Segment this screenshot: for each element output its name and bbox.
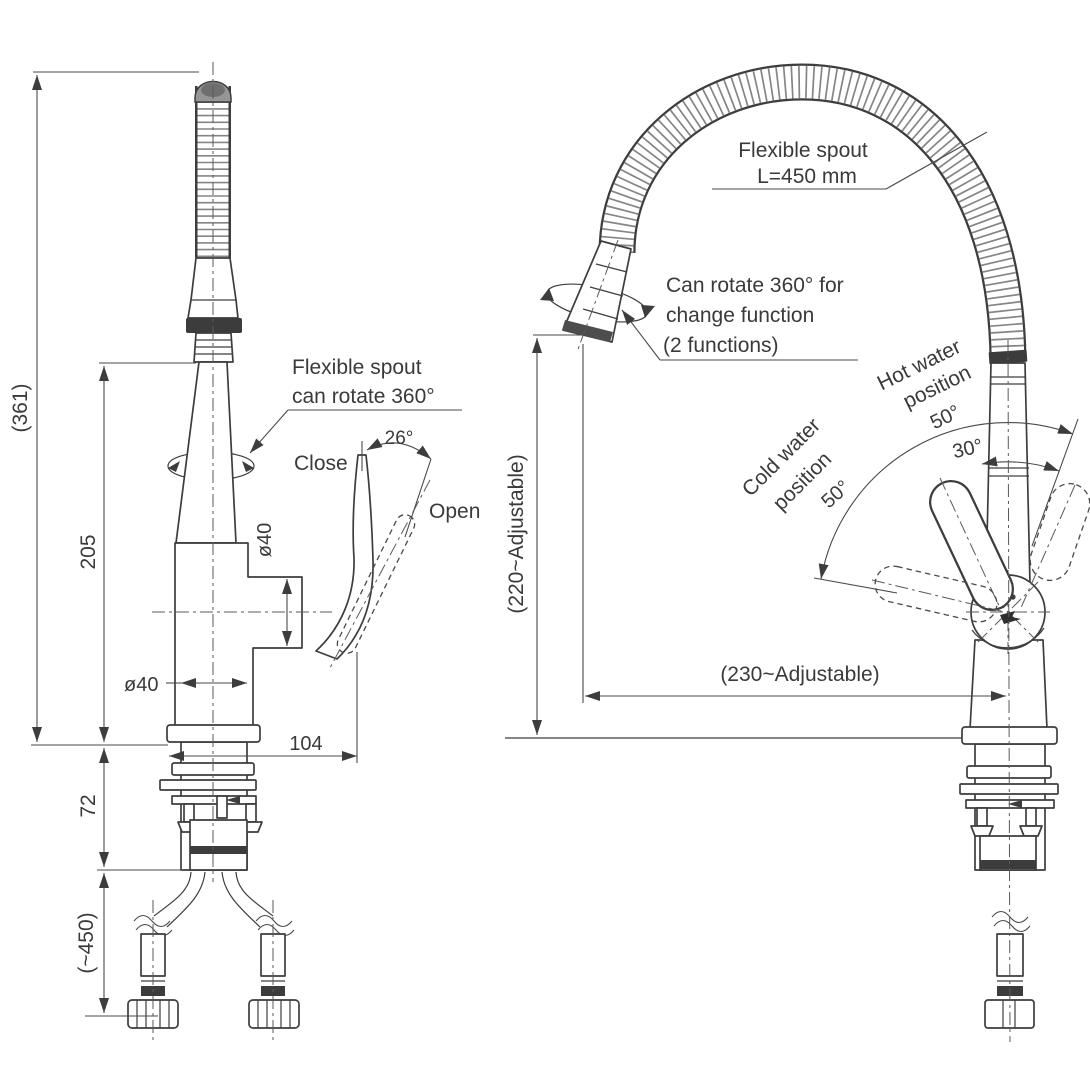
note-flexible-spout: Flexible spout can rotate 360° <box>249 356 462 454</box>
faucet-body <box>174 542 303 728</box>
pivot-spoke <box>977 581 1039 643</box>
aerator-band <box>186 318 242 333</box>
mid-angle-label: 30° <box>950 435 984 463</box>
cold-angle-label: 50° <box>817 476 854 513</box>
left-dimensions: (361) 205 72 (~450) ø40 ø40 104 <box>9 71 358 1017</box>
lower-shank-band <box>980 860 1036 869</box>
handle-positions <box>871 477 1090 623</box>
hose-nut-right <box>248 999 300 1029</box>
angle-fan <box>813 418 1079 594</box>
center-stud <box>216 795 228 819</box>
handle-cold-centerline <box>871 579 1006 613</box>
flex-spout-arc <box>598 63 1027 359</box>
hose-curve <box>235 871 274 917</box>
head-outline <box>562 240 632 343</box>
dim-total-height-label: (361) <box>9 383 32 432</box>
note-rotate-line1: Can rotate 360° for <box>666 274 844 297</box>
handle-closed <box>315 454 374 660</box>
clamp-bolt-right <box>1025 807 1037 827</box>
head-rotate-arrow-right-icon <box>641 305 655 318</box>
dim-hose-length-label: (~450) <box>75 912 98 973</box>
hose-curve <box>166 871 206 928</box>
dim-base-width-label: 104 <box>289 733 322 755</box>
fan-inner-arc <box>981 456 1060 472</box>
clamp-bolt-left <box>976 807 988 827</box>
note-leader <box>885 131 988 190</box>
dim-base-dia-label: ø40 <box>124 674 158 696</box>
head-face-band <box>562 320 613 342</box>
handle-hot-phantom <box>1029 482 1090 582</box>
head-panel-line <box>589 286 624 297</box>
fan-outer-arc <box>818 422 1074 580</box>
dim-spout-height-label: 205 <box>77 534 100 569</box>
hose-curve <box>221 871 261 928</box>
dim-height-label: (220~Adjustable) <box>505 454 528 613</box>
note-spout-length: Flexible spout L=450 mm <box>712 131 988 190</box>
note-spout-line1: Flexible spout <box>738 139 868 162</box>
sprayer-head <box>540 239 655 353</box>
handle-cold-phantom <box>874 565 998 623</box>
head-centerline <box>576 239 619 353</box>
lower-shank-band <box>190 846 247 854</box>
bolt-foot-right <box>1019 825 1043 837</box>
clamp-bolt-right <box>245 803 257 823</box>
spout-holder-cone <box>175 361 237 544</box>
head-panel-line <box>595 263 628 273</box>
right-view: Hot water position 50° 30° Cold water po… <box>505 63 1090 1043</box>
note-rotate-line3: (2 functions) <box>663 334 779 357</box>
head-panel-line <box>582 308 619 320</box>
mounting-stack <box>159 724 263 871</box>
hose-curve <box>153 871 192 917</box>
clamp-bar <box>171 795 257 805</box>
handle-angle-arc <box>366 438 432 460</box>
note-rotate-line2: change function <box>666 304 814 327</box>
handle-open-phantom <box>336 514 416 654</box>
note-leader <box>621 309 661 361</box>
break-squiggle <box>993 919 1031 933</box>
break-squiggle <box>133 914 171 928</box>
note-line2: can rotate 360° <box>292 385 435 408</box>
clamp-arrow-icon <box>226 796 240 804</box>
dim-body-dia-label: ø40 <box>254 523 276 557</box>
open-label: Open <box>429 500 480 523</box>
note-leader <box>249 409 289 454</box>
close-label: Close <box>294 452 348 475</box>
head-rotate-arrow-left-icon <box>540 288 554 301</box>
note-spout-line2: L=450 mm <box>757 165 857 188</box>
mounting-plate <box>159 779 257 791</box>
break-squiggle <box>135 923 173 937</box>
right-dimensions: (220~Adjustable) (230~Adjustable) <box>505 334 1006 735</box>
left-view: 26° Close Open Flexible spout can rotate… <box>9 62 480 1042</box>
clamp-arrow-icon <box>1008 800 1022 808</box>
break-squiggle <box>255 914 293 928</box>
open-leader <box>404 458 432 538</box>
dim-deck-label: 72 <box>77 794 100 817</box>
lower-shank <box>189 819 248 871</box>
rotate-arrow-right-icon <box>242 461 254 472</box>
main-centerline-right <box>1007 339 1011 1043</box>
bolt-foot-left <box>970 825 994 837</box>
pivot-mark <box>1000 611 1021 624</box>
note-line1: Flexible spout <box>292 356 422 379</box>
arc-ribs <box>600 65 1025 359</box>
rotate-arrow-left-icon <box>168 461 180 472</box>
hot-limit-radial <box>1031 418 1079 547</box>
dim-reach-label: (230~Adjustable) <box>720 663 879 686</box>
cold-limit-radial <box>813 577 898 594</box>
handle-hot-centerline <box>1019 484 1076 611</box>
break-squiggle <box>257 923 295 937</box>
supply-hoses <box>127 871 300 1042</box>
flex-end-band <box>988 349 1028 365</box>
handle-angle-label: 26° <box>385 428 414 449</box>
note-rotate-function: Can rotate 360° for change function (2 f… <box>621 274 858 361</box>
